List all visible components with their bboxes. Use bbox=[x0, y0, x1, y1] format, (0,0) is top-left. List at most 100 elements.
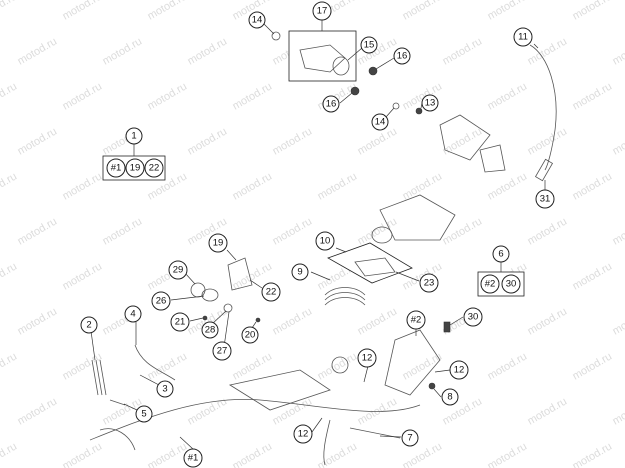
callout-30: 30 bbox=[463, 307, 483, 327]
watermark-text: motod.ru bbox=[16, 305, 60, 337]
watermark-text: motod.ru bbox=[16, 395, 60, 427]
watermark-text: motod.ru bbox=[356, 305, 400, 337]
watermark-text: motod.ru bbox=[0, 80, 19, 112]
svg-text:9: 9 bbox=[297, 267, 302, 278]
watermark-text: motod.ru bbox=[61, 440, 105, 468]
watermark-text: motod.ru bbox=[571, 260, 615, 292]
callout-11: 11 bbox=[513, 27, 533, 47]
callout-10: 10 bbox=[315, 231, 335, 251]
svg-text:#2: #2 bbox=[485, 279, 496, 290]
svg-text:15: 15 bbox=[364, 40, 375, 51]
watermark-text: motod.ru bbox=[16, 35, 60, 67]
callout-16-right: 16 bbox=[393, 47, 411, 65]
watermark-text: motod.ru bbox=[526, 35, 570, 67]
svg-text:19: 19 bbox=[213, 238, 224, 249]
callout-3: 3 bbox=[156, 380, 174, 398]
watermark-text: motod.ru bbox=[146, 440, 190, 468]
watermark-text: motod.ru bbox=[61, 350, 105, 382]
watermark-text: motod.ru bbox=[356, 215, 400, 247]
watermark-text: motod.ru bbox=[401, 0, 445, 23]
watermark-text: motod.ru bbox=[316, 440, 360, 468]
watermark-text: motod.ru bbox=[571, 350, 615, 382]
svg-text:#1: #1 bbox=[188, 453, 199, 464]
svg-text:13: 13 bbox=[425, 98, 436, 109]
callout-21: 21 bbox=[170, 312, 190, 332]
callout-31: 31 bbox=[535, 189, 555, 209]
callout-14-top: 14 bbox=[248, 11, 266, 29]
svg-text:4: 4 bbox=[130, 309, 135, 320]
part-30 bbox=[443, 321, 451, 333]
svg-text:27: 27 bbox=[217, 346, 228, 357]
watermark-text: motod.ru bbox=[611, 395, 625, 427]
svg-text:#2: #2 bbox=[411, 315, 422, 326]
watermark-text: motod.ru bbox=[571, 80, 615, 112]
svg-text:16: 16 bbox=[326, 99, 337, 110]
watermark-text: motod.ru bbox=[61, 260, 105, 292]
svg-text:30: 30 bbox=[468, 312, 479, 323]
watermark-text: motod.ru bbox=[611, 215, 625, 247]
watermark-text: motod.ru bbox=[611, 125, 625, 157]
part-intake-ring bbox=[371, 226, 393, 244]
watermark-text: motod.ru bbox=[441, 125, 485, 157]
svg-text:29: 29 bbox=[173, 265, 184, 276]
callout-12-bottom: 12 bbox=[293, 424, 313, 444]
callout-8: 8 bbox=[441, 388, 459, 406]
callout-2: 2 bbox=[80, 316, 98, 334]
part-throttle-housing bbox=[439, 114, 491, 161]
part-5 bbox=[109, 399, 126, 406]
kit6-item-2: 30 bbox=[501, 274, 521, 294]
callout-6: 6 bbox=[492, 245, 510, 263]
svg-text:2: 2 bbox=[86, 320, 91, 331]
watermark-text: motod.ru bbox=[16, 125, 60, 157]
kit6-item-1: #2 bbox=[480, 274, 500, 294]
watermark-text: motod.ru bbox=[0, 170, 19, 202]
kit1-item-2: 19 bbox=[125, 158, 145, 178]
svg-text:12: 12 bbox=[454, 365, 465, 376]
watermark-text: motod.ru bbox=[271, 305, 315, 337]
part-21 bbox=[202, 315, 208, 321]
watermark-text: motod.ru bbox=[146, 80, 190, 112]
part-intake bbox=[379, 194, 456, 241]
callout-29: 29 bbox=[168, 260, 188, 280]
watermark-text: motod.ru bbox=[61, 80, 105, 112]
part-lower-cable bbox=[323, 419, 331, 466]
part-grip bbox=[479, 144, 506, 173]
part-4 bbox=[134, 344, 176, 381]
svg-text:23: 23 bbox=[424, 278, 435, 289]
watermark-text: motod.ru bbox=[486, 350, 530, 382]
watermark-text: motod.ru bbox=[441, 215, 485, 247]
watermark-text: motod.ru bbox=[61, 0, 105, 23]
callout-20: 20 bbox=[241, 326, 259, 344]
watermark-text: motod.ru bbox=[186, 125, 230, 157]
svg-text:22: 22 bbox=[149, 163, 160, 174]
watermark-text: motod.ru bbox=[526, 215, 570, 247]
part-2 bbox=[91, 359, 107, 396]
kit1-item-1: #1 bbox=[106, 158, 126, 178]
svg-text:30: 30 bbox=[506, 279, 517, 290]
watermark-text: motod.ru bbox=[441, 35, 485, 67]
svg-text:26: 26 bbox=[156, 296, 167, 307]
kit1-item-3: 22 bbox=[144, 158, 164, 178]
part-main-cable bbox=[89, 398, 421, 441]
svg-text:3: 3 bbox=[162, 384, 167, 395]
watermark-text: motod.ru bbox=[526, 305, 570, 337]
watermark-text: motod.ru bbox=[526, 125, 570, 157]
watermark-text: motod.ru bbox=[101, 215, 145, 247]
group-box-17 bbox=[288, 30, 357, 82]
part-19 bbox=[227, 257, 253, 291]
callout-12-right: 12 bbox=[449, 360, 469, 380]
watermark-text: motod.ru bbox=[356, 125, 400, 157]
callout-1: 1 bbox=[125, 127, 143, 145]
watermark-text: motod.ru bbox=[271, 215, 315, 247]
callout-19: 19 bbox=[208, 233, 228, 253]
watermark-text: motod.ru bbox=[271, 125, 315, 157]
svg-text:14: 14 bbox=[375, 117, 386, 128]
watermark-text: motod.ru bbox=[0, 260, 19, 292]
callout-ref-1: #1 bbox=[183, 448, 203, 468]
svg-text:21: 21 bbox=[175, 317, 186, 328]
part-15 bbox=[332, 56, 350, 76]
part-26 bbox=[201, 288, 219, 302]
watermark-text: motod.ru bbox=[0, 440, 19, 468]
